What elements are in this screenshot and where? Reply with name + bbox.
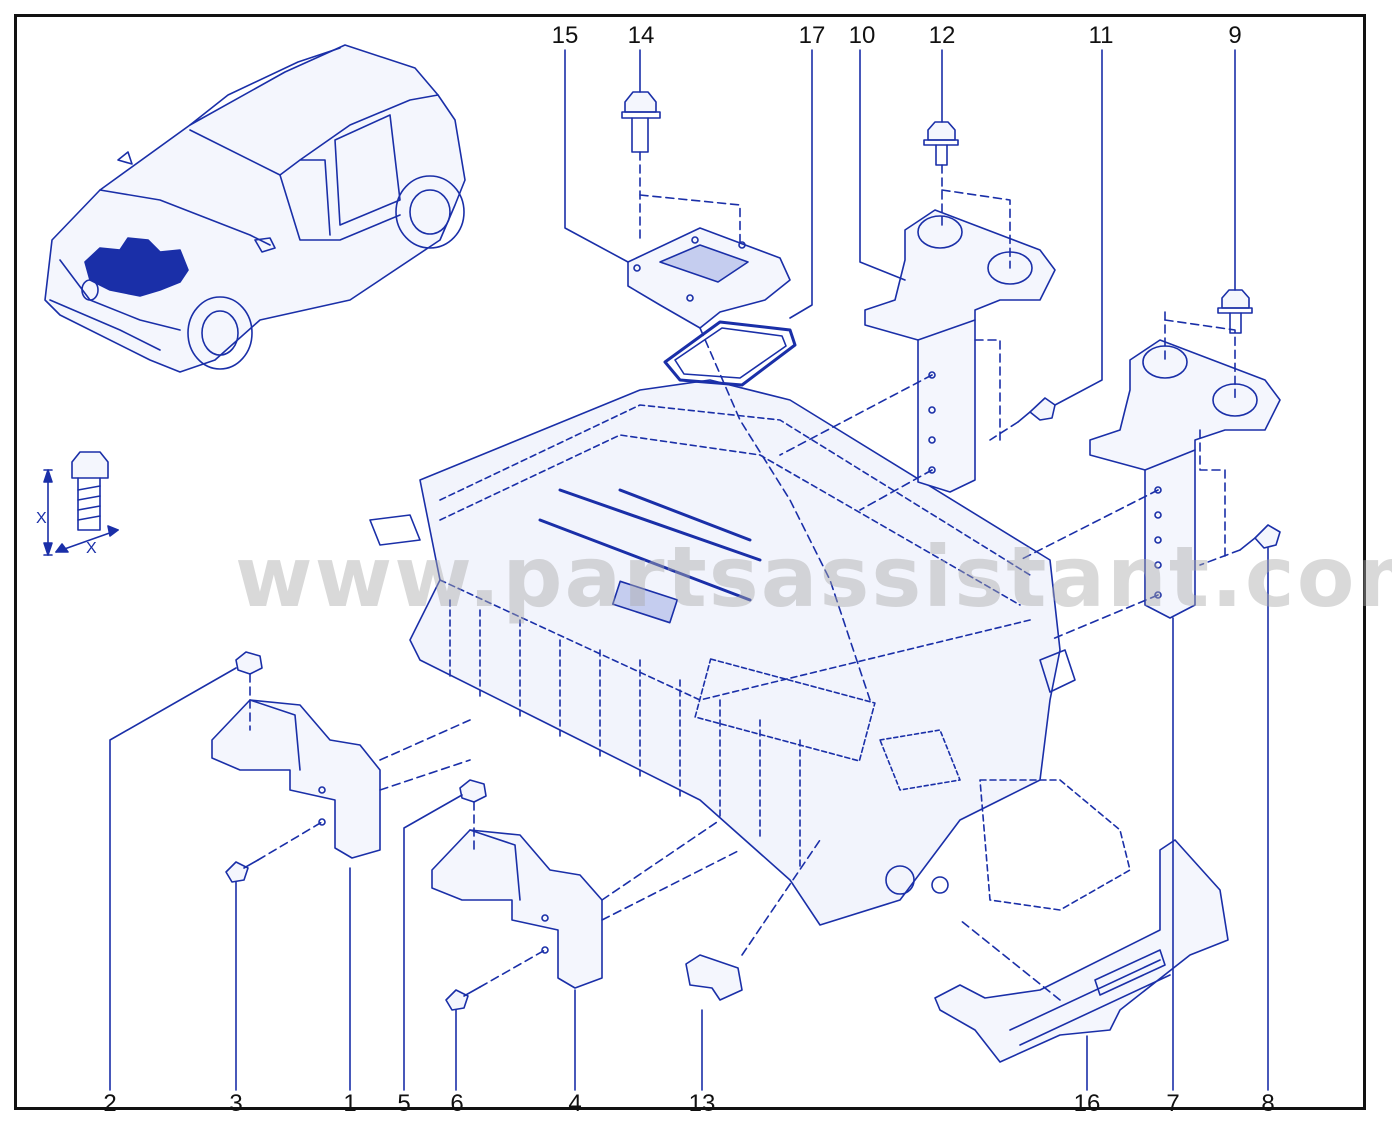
callout-17: 17: [798, 22, 826, 49]
callout-13: 13: [688, 1090, 716, 1117]
callout-16: 16: [1073, 1090, 1101, 1117]
leader-lines: [109, 49, 1269, 1091]
part-12-bolt: [923, 121, 959, 166]
callout-11: 11: [1088, 22, 1114, 49]
dimension-label-vertical: X: [36, 510, 47, 527]
callout-5: 5: [397, 1090, 411, 1117]
watermark-text: www.partsassistant.com: [235, 528, 1392, 626]
engine-bay-highlight: [84, 237, 189, 297]
callout-7: 7: [1166, 1090, 1180, 1117]
part-8-bolt: [1239, 524, 1281, 551]
diagram-frame: [14, 14, 1366, 1110]
part-5-nut: [459, 779, 487, 803]
callout-8: 8: [1261, 1090, 1275, 1117]
callout-14: 14: [627, 22, 655, 49]
part-10-bracket: [864, 209, 1056, 493]
vehicle-locator-illustration: [44, 44, 466, 373]
part-11-bolt: [1017, 397, 1056, 423]
callout-6: 6: [450, 1090, 464, 1117]
part-15-cover-plate: [627, 227, 791, 329]
callout-1: 1: [343, 1090, 357, 1117]
part-2-nut: [235, 651, 263, 675]
callout-2: 2: [103, 1090, 117, 1117]
callout-3: 3: [229, 1090, 243, 1117]
part-4-bracket: [431, 829, 603, 989]
callout-15: 15: [551, 22, 579, 49]
part-13-clip: [685, 954, 743, 1001]
dimension-label-horizontal: X: [86, 540, 97, 557]
power-electronics-unit: [369, 379, 1131, 926]
dimension-symbol: [43, 451, 119, 556]
part-16-support-bracket: [934, 839, 1229, 1063]
part-3-bolt: [225, 859, 259, 883]
callout-12: 12: [928, 22, 956, 49]
part-9-bolt: [1217, 289, 1253, 334]
callout-10: 10: [848, 22, 876, 49]
callout-9: 9: [1228, 22, 1242, 49]
part-6-bolt: [445, 986, 481, 1011]
part-14-bolt: [621, 91, 661, 153]
assembly-lines: [249, 151, 1241, 1001]
part-1-bracket: [211, 699, 381, 859]
callout-4: 4: [568, 1090, 582, 1117]
part-17-gasket: [663, 320, 797, 387]
part-7-bracket: [1089, 339, 1281, 619]
